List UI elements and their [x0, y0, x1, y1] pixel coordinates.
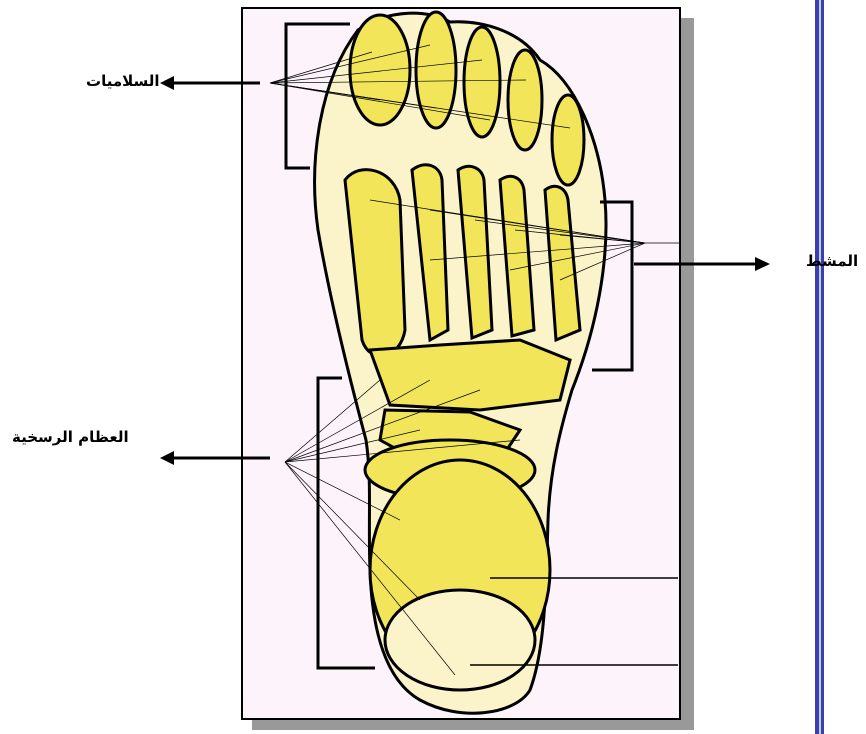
label-phalanges: السلاميات	[86, 72, 160, 90]
side-rail-highlight	[819, 0, 821, 734]
label-tarsals: العظام الرسخية	[12, 428, 129, 446]
toe-4	[508, 50, 542, 150]
toe-5	[552, 95, 584, 185]
label-metatarsals: المشط	[806, 252, 858, 270]
tarsal-cuneiforms	[370, 340, 570, 410]
toe-3	[464, 27, 500, 137]
toe-1	[350, 15, 410, 125]
heel-pad	[385, 590, 535, 690]
